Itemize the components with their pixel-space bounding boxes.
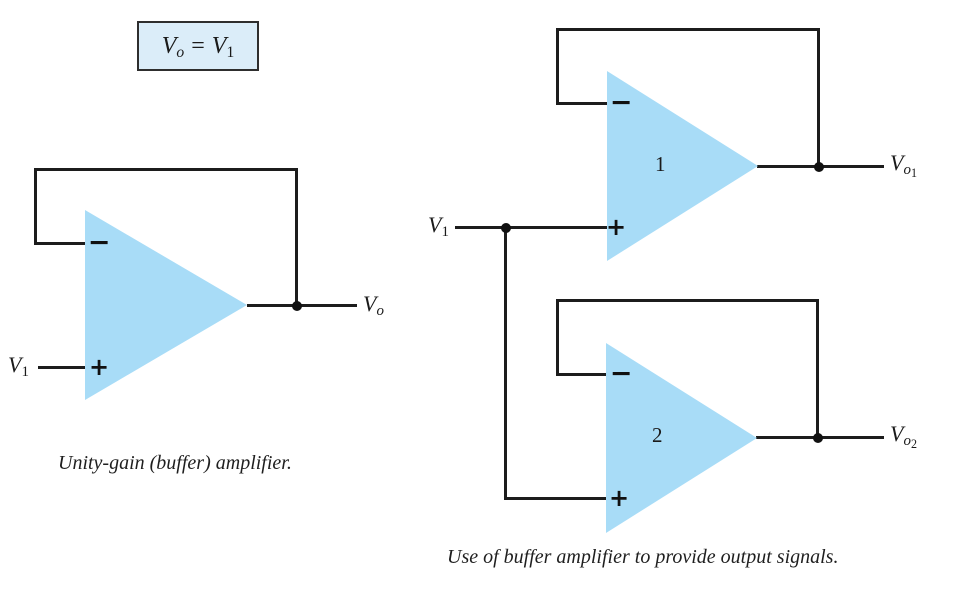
formula-rhs-base: V xyxy=(211,32,227,59)
amp2-body xyxy=(606,343,757,533)
amp2-output-label-subsub: 2 xyxy=(910,436,917,451)
amp1-feedback-right-wire xyxy=(817,28,820,168)
left-output-wire xyxy=(247,304,357,307)
right-input-branch-bottom-wire xyxy=(504,497,607,500)
right-input-junction-dot xyxy=(501,223,511,233)
amp1-output-label-subsub: 1 xyxy=(910,165,917,180)
left-input-label-base: V xyxy=(8,352,22,377)
amp2-number: 2 xyxy=(652,423,663,447)
amp1-output-node-dot xyxy=(814,162,824,172)
left-noninverting-terminal: + xyxy=(88,353,110,381)
left-inverting-input-wire xyxy=(34,242,85,245)
amp1-output-label-sub: o xyxy=(903,162,911,179)
right-input-label-base: V xyxy=(428,212,442,237)
right-input-label-sub: 1 xyxy=(441,224,449,241)
amp2-output-label-base: V xyxy=(890,421,904,446)
left-opamp-body xyxy=(85,210,247,400)
formula-box: Vo=V1 xyxy=(137,21,259,71)
left-output-label-base: V xyxy=(363,291,377,316)
amp1-body xyxy=(607,71,758,261)
right-input-wire xyxy=(455,226,607,229)
left-input-label-sub: 1 xyxy=(21,364,29,381)
amp2-inverting-input-wire xyxy=(556,373,607,376)
amp1-number: 1 xyxy=(655,152,666,176)
left-circuit-caption: Unity-gain (buffer) amplifier. xyxy=(58,452,292,474)
amp2-output-label-sub: o xyxy=(903,433,911,450)
left-feedback-left-wire xyxy=(34,168,37,245)
amp2-output-label: Vo2 xyxy=(890,421,917,451)
left-feedback-top-wire xyxy=(34,168,298,171)
formula-lhs-sub: o xyxy=(176,43,185,61)
left-output-label: Vo xyxy=(363,291,384,320)
left-output-node-dot xyxy=(292,301,302,311)
formula-text: Vo=V1 xyxy=(161,32,235,61)
amp2-output-node-dot xyxy=(813,433,823,443)
left-inverting-terminal: − xyxy=(87,227,111,258)
left-input-label: V1 xyxy=(8,352,29,381)
amp2-feedback-top-wire xyxy=(556,299,819,302)
amp1-inverting-terminal: − xyxy=(609,87,633,118)
right-input-label: V1 xyxy=(428,212,449,241)
amp2-noninverting-terminal: + xyxy=(608,484,630,512)
amp2-feedback-left-wire xyxy=(556,299,559,376)
right-circuit-caption: Use of buffer amplifier to provide outpu… xyxy=(447,546,839,568)
left-input-wire xyxy=(38,366,85,369)
left-output-label-sub: o xyxy=(376,303,384,320)
amp1-inverting-input-wire xyxy=(556,102,607,105)
formula-rhs-sub: 1 xyxy=(226,43,235,61)
equals-sign: = xyxy=(191,32,205,59)
amp1-feedback-top-wire xyxy=(556,28,820,31)
right-input-branch-vertical-wire xyxy=(504,226,507,500)
amp1-feedback-left-wire xyxy=(556,28,559,105)
amp1-output-label: Vo1 xyxy=(890,150,917,180)
formula-lhs-base: V xyxy=(161,32,177,59)
left-feedback-right-wire xyxy=(295,168,298,308)
amp2-inverting-terminal: − xyxy=(609,358,633,389)
amp1-noninverting-terminal: + xyxy=(605,213,627,241)
amp1-output-label-base: V xyxy=(890,150,904,175)
amp2-feedback-right-wire xyxy=(816,299,819,439)
